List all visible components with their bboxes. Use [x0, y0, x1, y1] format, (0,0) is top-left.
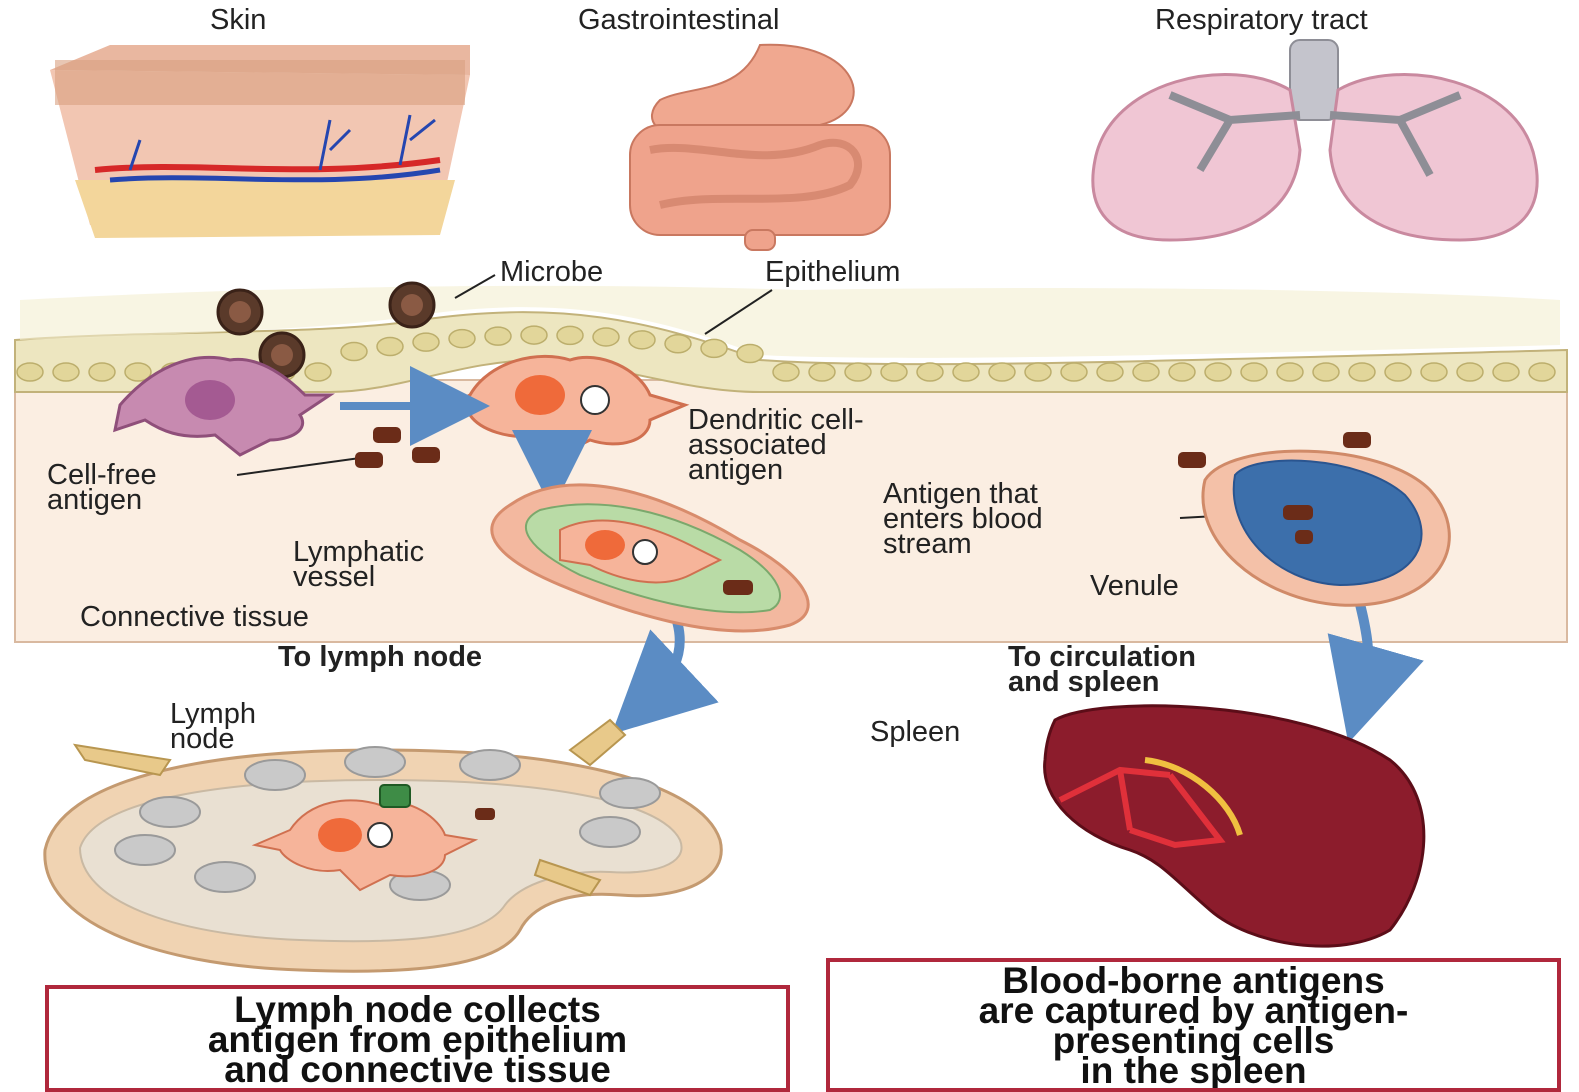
- lymph-follicle: [345, 747, 405, 777]
- lymph-follicle: [580, 817, 640, 847]
- antigen-chunk: [1343, 432, 1371, 448]
- label-lymphatic-vessel: Lymphatic vessel: [293, 540, 424, 590]
- epithelial-nucleus: [629, 331, 655, 349]
- skin-illustration: [50, 45, 470, 238]
- label-blood-antigen: Antigen that enters blood stream: [883, 482, 1043, 557]
- label-connective-tissue: Connective tissue: [80, 605, 309, 630]
- microbe: [390, 283, 434, 327]
- lymph-follicle: [600, 778, 660, 808]
- epithelial-nucleus: [1277, 363, 1303, 381]
- caption-spleen: Blood-borne antigens are captured by ant…: [826, 958, 1561, 1092]
- label-dendritic-cell-antigen: Dendritic cell- associated antigen: [688, 408, 864, 483]
- microbe: [218, 290, 262, 334]
- epithelial-nucleus: [377, 338, 403, 356]
- lymph-follicle: [115, 835, 175, 865]
- label-cell-free-antigen: Cell-free antigen: [47, 463, 157, 513]
- epithelial-nucleus: [89, 363, 115, 381]
- label-epithelium: Epithelium: [765, 260, 900, 285]
- epithelial-nucleus: [305, 363, 331, 381]
- epithelial-nucleus: [737, 345, 763, 363]
- lymph-node: [45, 720, 721, 971]
- epithelial-nucleus: [17, 363, 43, 381]
- caption-lymph-node: Lymph node collects antigen from epithel…: [45, 985, 790, 1092]
- epithelial-nucleus: [1205, 363, 1231, 381]
- epithelial-nucleus: [1313, 363, 1339, 381]
- label-respiratory-tract: Respiratory tract: [1155, 8, 1368, 33]
- epithelial-nucleus: [1349, 363, 1375, 381]
- epithelial-nucleus: [557, 326, 583, 344]
- label-spleen: Spleen: [870, 720, 960, 745]
- epithelial-nucleus: [809, 363, 835, 381]
- epithelial-nucleus: [881, 363, 907, 381]
- epithelial-nucleus: [701, 339, 727, 357]
- epithelial-nucleus: [1421, 363, 1447, 381]
- label-lymph-node: Lymph node: [170, 702, 256, 752]
- epithelial-nucleus: [953, 363, 979, 381]
- epithelial-nucleus: [521, 326, 547, 344]
- label-skin: Skin: [210, 8, 266, 33]
- label-to-lymph-node: To lymph node: [278, 645, 482, 670]
- lymph-follicle: [195, 862, 255, 892]
- epithelial-nucleus: [773, 363, 799, 381]
- epithelial-nucleus: [53, 363, 79, 381]
- antigen-chunk: [412, 447, 440, 463]
- epithelial-nucleus: [593, 328, 619, 346]
- lymph-follicle: [460, 750, 520, 780]
- epithelial-nucleus: [1133, 363, 1159, 381]
- lungs-illustration: [1093, 40, 1537, 240]
- epithelial-nucleus: [1457, 363, 1483, 381]
- gastrointestinal-illustration: [630, 45, 890, 250]
- antigen-chunk: [1178, 452, 1206, 468]
- epithelial-nucleus: [1061, 363, 1087, 381]
- label-microbe: Microbe: [500, 260, 603, 285]
- epithelial-nucleus: [1529, 363, 1555, 381]
- epithelial-nucleus: [845, 363, 871, 381]
- spleen-organ: [1045, 706, 1424, 946]
- lymph-follicle: [245, 760, 305, 790]
- epithelial-nucleus: [485, 327, 511, 345]
- epithelial-nucleus: [341, 343, 367, 361]
- label-gastrointestinal: Gastrointestinal: [578, 8, 780, 33]
- epithelial-nucleus: [449, 330, 475, 348]
- epithelial-nucleus: [1025, 363, 1051, 381]
- antigen-chunk: [355, 452, 383, 468]
- label-venule: Venule: [1090, 574, 1179, 599]
- antigen-chunk: [373, 427, 401, 443]
- epithelial-nucleus: [1385, 363, 1411, 381]
- epithelial-nucleus: [1169, 363, 1195, 381]
- epithelial-nucleus: [1097, 363, 1123, 381]
- epithelial-nucleus: [1241, 363, 1267, 381]
- epithelial-nucleus: [917, 363, 943, 381]
- epithelial-nucleus: [989, 363, 1015, 381]
- lymph-follicle: [140, 797, 200, 827]
- epithelial-nucleus: [665, 335, 691, 353]
- epithelial-nucleus: [413, 333, 439, 351]
- label-to-circulation: To circulation and spleen: [1008, 645, 1196, 695]
- epithelial-nucleus: [1493, 363, 1519, 381]
